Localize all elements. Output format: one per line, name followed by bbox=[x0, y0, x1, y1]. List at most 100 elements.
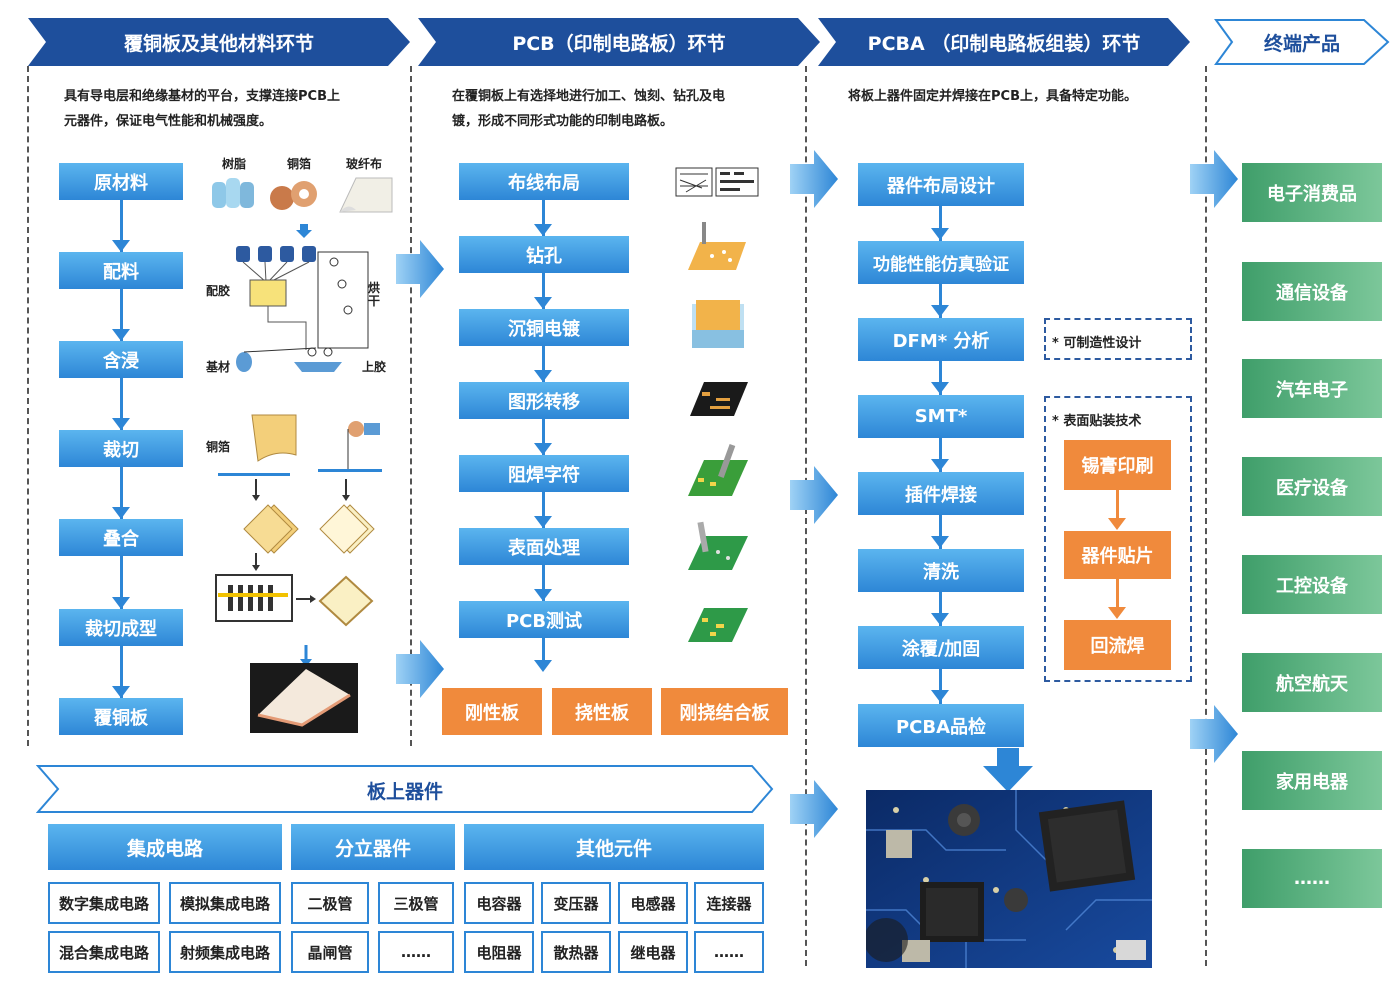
product-rigid-board: 刚性板 bbox=[442, 688, 542, 735]
banner-copper-clad: 覆铜板及其他材料环节 bbox=[28, 18, 410, 66]
end-product-aerospace: 航空航天 bbox=[1242, 653, 1382, 712]
col3-step-label: 清洗 bbox=[923, 561, 959, 583]
col1-step-label: 覆铜板 bbox=[94, 707, 148, 729]
raw-materials-illustration bbox=[212, 177, 393, 213]
plating-icon bbox=[692, 300, 744, 348]
col3-step-label: 功能性能仿真验证 bbox=[873, 255, 1009, 275]
banner-pcb-label: PCB（印制电路板）环节 bbox=[512, 32, 726, 55]
col1-step-impregnation: 含浸 bbox=[59, 341, 183, 378]
component-thyristor: 晶闸管 bbox=[291, 931, 369, 973]
col1-arrow bbox=[112, 240, 130, 252]
end-product-automotive: 汽车电子 bbox=[1242, 359, 1382, 418]
col2-step-label: 图形转移 bbox=[508, 391, 580, 413]
dfm-note-text: * 可制造性设计 bbox=[1052, 336, 1142, 351]
desc-pcb-line2: 镀，形成不同形式功能的印制电路板。 bbox=[452, 114, 674, 129]
col3-step-inspection: PCBA品检 bbox=[858, 704, 1024, 747]
col1-arrow bbox=[112, 329, 130, 341]
arrow-col3-to-end-bottom bbox=[1190, 705, 1238, 763]
col2-step-label: 表面处理 bbox=[508, 537, 580, 559]
col3-step-cleaning: 清洗 bbox=[858, 549, 1024, 592]
desc-copper-clad-line2: 元器件，保证电气性能和机械强度。 bbox=[64, 114, 273, 129]
col1-step-label: 裁切成型 bbox=[85, 618, 157, 640]
arrow-col1-to-col2-top bbox=[396, 240, 444, 298]
resin-drums-icon bbox=[212, 178, 254, 208]
col2-step-label: 沉铜电镀 bbox=[508, 318, 580, 340]
drilling-icon bbox=[688, 222, 746, 270]
smt-step-label: 锡膏印刷 bbox=[1081, 456, 1154, 477]
col3-right-border bbox=[1205, 66, 1207, 966]
col3-step-label: 涂覆/加固 bbox=[901, 638, 981, 660]
col3-step-label: 插件焊接 bbox=[905, 484, 977, 506]
col1-step-ccl: 覆铜板 bbox=[59, 698, 183, 735]
product-label: 挠性板 bbox=[575, 702, 629, 724]
col1-step-batching: 配料 bbox=[59, 252, 183, 289]
col2-flow-line bbox=[542, 200, 545, 662]
col3-step-simulation: 功能性能仿真验证 bbox=[858, 241, 1024, 284]
pcb-test-icon bbox=[688, 608, 748, 642]
smt-step-label: 器件贴片 bbox=[1081, 546, 1154, 567]
col1-step-label: 叠合 bbox=[103, 528, 139, 550]
smt-step-solder-paste: 锡膏印刷 bbox=[1064, 440, 1171, 490]
solder-mask-icon bbox=[688, 443, 748, 496]
surface-treatment-icon bbox=[688, 521, 748, 570]
col1-step-cutting: 裁切 bbox=[59, 430, 183, 467]
end-product-label: 电子消费品 bbox=[1267, 183, 1357, 205]
col1-step-label: 裁切 bbox=[103, 439, 139, 461]
banner-pcb: PCB（印制电路板）环节 bbox=[418, 18, 820, 66]
col2-step-plating: 沉铜电镀 bbox=[459, 309, 629, 346]
category-other: 其他元件 bbox=[464, 824, 764, 870]
end-product-home-appliance: 家用电器 bbox=[1242, 751, 1382, 810]
label-glass: 玻纤布 bbox=[346, 157, 383, 171]
col2-step-solder-mask: 阻焊字符 bbox=[459, 455, 629, 492]
label-base: 基材 bbox=[206, 360, 231, 374]
label-glue: 上胶 bbox=[362, 360, 387, 374]
smt-step-placement: 器件贴片 bbox=[1064, 531, 1171, 579]
col3-arrow bbox=[931, 305, 949, 317]
arrow-col2-to-col3-mid bbox=[790, 466, 838, 524]
col2-step-label: PCB测试 bbox=[505, 610, 583, 632]
component-rf-ic: 射频集成电路 bbox=[169, 931, 281, 973]
product-flex-board: 挠性板 bbox=[552, 688, 652, 735]
col2-step-label: 钻孔 bbox=[526, 245, 562, 267]
label-mix: 配胶 bbox=[206, 284, 231, 298]
col2-arrow bbox=[534, 224, 552, 236]
col3-flow-line bbox=[939, 200, 942, 710]
component-capacitor: 电容器 bbox=[464, 882, 534, 924]
component-discrete-more: …… bbox=[378, 931, 454, 973]
end-product-consumer-electronics: 电子消费品 bbox=[1242, 163, 1382, 222]
component-diode: 二极管 bbox=[291, 882, 369, 924]
component-mixed-ic: 混合集成电路 bbox=[48, 931, 160, 973]
smt-flow-line-1 bbox=[1116, 490, 1119, 518]
col3-arrow bbox=[931, 613, 949, 625]
col2-step-routing: 布线布局 bbox=[459, 163, 629, 200]
label-foil: 铜箔 bbox=[206, 440, 231, 454]
col3-step-coating: 涂覆/加固 bbox=[858, 626, 1024, 669]
banner-pcba: PCBA （印制电路板组装）环节 bbox=[818, 18, 1190, 66]
end-product-communication: 通信设备 bbox=[1242, 262, 1382, 321]
batching-illustration bbox=[236, 224, 369, 372]
arrow-components-to-col3 bbox=[790, 780, 838, 838]
category-label: 其他元件 bbox=[575, 837, 652, 860]
dfm-note-box bbox=[1044, 318, 1192, 360]
col1-arrow bbox=[112, 418, 130, 430]
col3-step-through-hole: 插件焊接 bbox=[858, 472, 1024, 515]
col1-arrow bbox=[112, 597, 130, 609]
col1-left-border bbox=[27, 66, 29, 746]
pcb-process-icons bbox=[675, 167, 759, 642]
component-transformer: 变压器 bbox=[541, 882, 611, 924]
col1-step-label: 原材料 bbox=[94, 172, 148, 194]
banner-end-products: 终端产品 bbox=[1214, 18, 1390, 66]
col2-step-pcb-test: PCB测试 bbox=[459, 601, 629, 638]
desc-copper-clad: 具有导电层和绝缘基材的平台，支撑连接PCB上 元器件，保证电气性能和机械强度。 bbox=[64, 84, 404, 134]
cutting-lamination-illustration bbox=[215, 414, 382, 733]
arrow-pcba-down bbox=[983, 748, 1033, 792]
product-label: 刚性板 bbox=[465, 702, 519, 724]
col2-arrow bbox=[534, 297, 552, 309]
smt-note-box bbox=[1044, 396, 1192, 682]
col1-step-shaping: 裁切成型 bbox=[59, 609, 183, 646]
col3-step-label: DFM* 分析 bbox=[892, 330, 990, 352]
col3-arrow bbox=[931, 690, 949, 702]
arrow-col3-to-end-top bbox=[1190, 150, 1238, 208]
banner-copper-clad-label: 覆铜板及其他材料环节 bbox=[123, 32, 314, 55]
col2-step-label: 阻焊字符 bbox=[508, 464, 580, 486]
